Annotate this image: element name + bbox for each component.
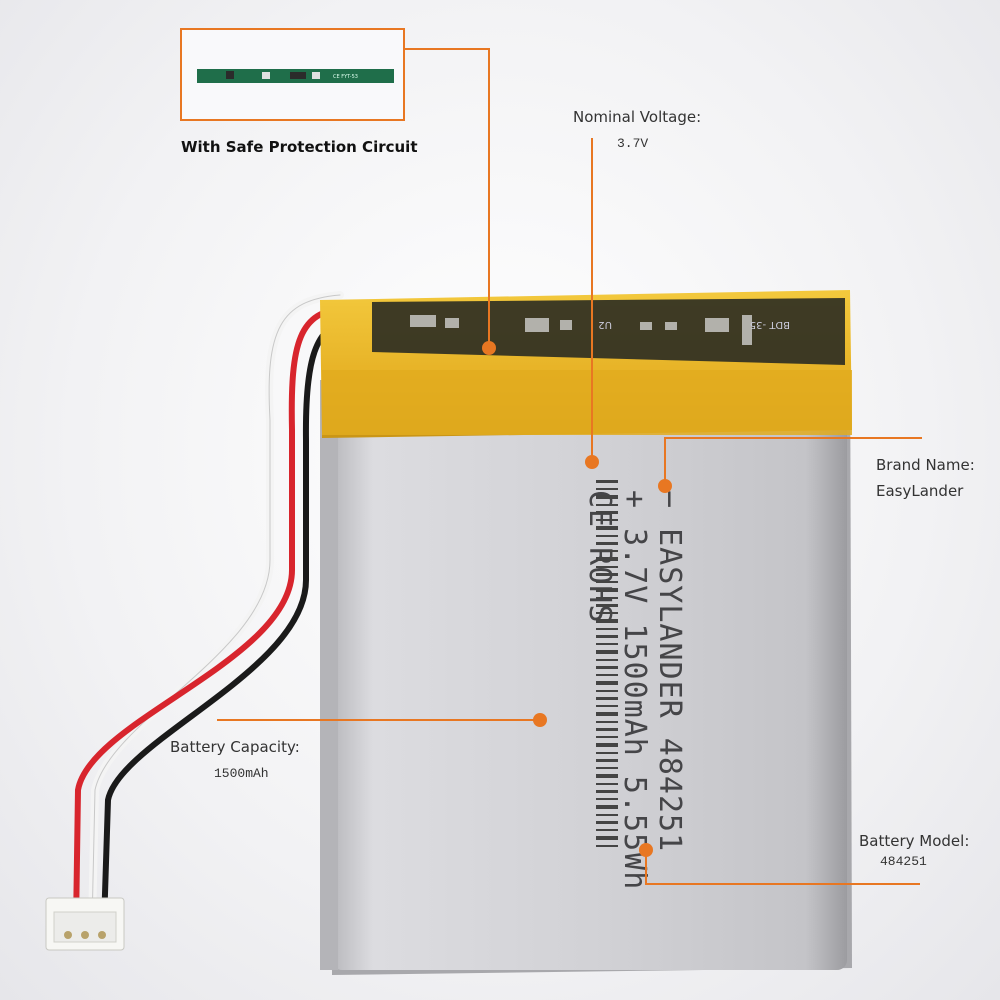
capacity-label: Battery Capacity:	[170, 738, 300, 756]
dot-voltage	[585, 455, 599, 469]
brand-label: Brand Name:	[876, 456, 975, 474]
voltage-label: Nominal Voltage:	[573, 108, 702, 126]
brand-value: EasyLander	[876, 482, 964, 500]
pcb-marking: CE FYT-53	[333, 74, 358, 80]
voltage-value: 3.7V	[617, 136, 649, 151]
capacity-value: 1500mAh	[214, 766, 269, 781]
jst-connector	[45, 897, 125, 951]
cell-barcode	[596, 480, 618, 847]
protection-inset: CE FYT-53	[180, 28, 405, 121]
cell-print-line1: − EASYLANDER 484251	[652, 490, 687, 852]
cell-print-line3: CE ROHS	[582, 490, 617, 623]
model-label: Battery Model:	[859, 832, 970, 850]
pcb-label-bdt: BDT -35	[750, 319, 790, 330]
callout-dots	[482, 341, 672, 857]
callout-lines	[217, 48, 922, 885]
protection-caption: With Safe Protection Circuit	[181, 138, 418, 156]
dot-model	[639, 843, 653, 857]
wire-bundle	[73, 291, 353, 929]
dot-brand	[658, 479, 672, 493]
battery-cell	[320, 290, 852, 975]
dot-protection	[482, 341, 496, 355]
model-value: 484251	[880, 854, 927, 869]
cell-print-line2: + 3.7V 1500mAh 5.55Wh	[617, 490, 652, 890]
pcb-label-u2: U2	[598, 319, 612, 330]
dot-capacity	[533, 713, 547, 727]
